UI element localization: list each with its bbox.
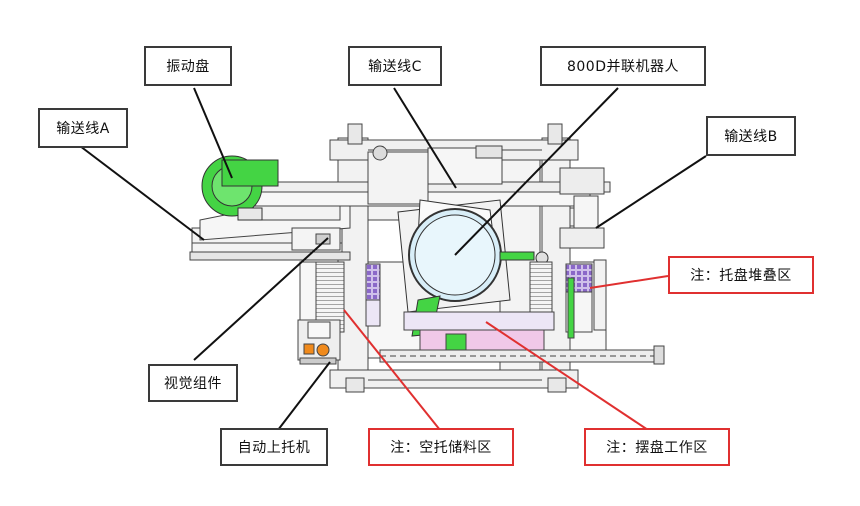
label-conveyor-a: 输送线A bbox=[38, 108, 128, 148]
leader-vision-assembly bbox=[193, 237, 329, 361]
label-conveyor-c: 输送线C bbox=[348, 46, 442, 86]
auto-tray-loader-drawing bbox=[297, 319, 341, 365]
leader-tray-work-area-note bbox=[485, 321, 649, 431]
leader-conveyor-c bbox=[393, 87, 457, 189]
vibration-plate-drawing bbox=[201, 155, 279, 221]
label-vibration-plate: 振动盘 bbox=[144, 46, 232, 86]
leader-tray-stack-note bbox=[589, 275, 669, 289]
conveyor-c-housing bbox=[367, 145, 503, 205]
tray-stack-drawing bbox=[529, 259, 607, 339]
label-tray-work-area-note: 注：摆盘工作区 bbox=[584, 428, 730, 466]
label-empty-tray-storage-note: 注：空托储料区 bbox=[368, 428, 514, 466]
conveyor-b-section bbox=[559, 195, 605, 249]
label-conveyor-b: 输送线B bbox=[706, 116, 796, 156]
leader-lines bbox=[79, 87, 707, 431]
label-robot: 800D并联机器人 bbox=[540, 46, 706, 86]
label-vision-assembly: 视觉组件 bbox=[148, 364, 238, 402]
leader-auto-tray-loader bbox=[277, 361, 331, 431]
note-leader-lines bbox=[343, 275, 669, 431]
leader-conveyor-b bbox=[595, 155, 707, 229]
bottom-chain-conveyor bbox=[379, 345, 665, 365]
leader-vibration-plate bbox=[193, 87, 233, 179]
label-auto-tray-loader: 自动上托机 bbox=[220, 428, 328, 466]
leader-conveyor-a bbox=[79, 145, 205, 241]
label-tray-stack-note: 注：托盘堆叠区 bbox=[668, 256, 814, 294]
leader-robot bbox=[454, 87, 619, 256]
vision-assembly-drawing bbox=[291, 227, 341, 251]
leader-empty-tray-storage-note bbox=[343, 309, 441, 431]
